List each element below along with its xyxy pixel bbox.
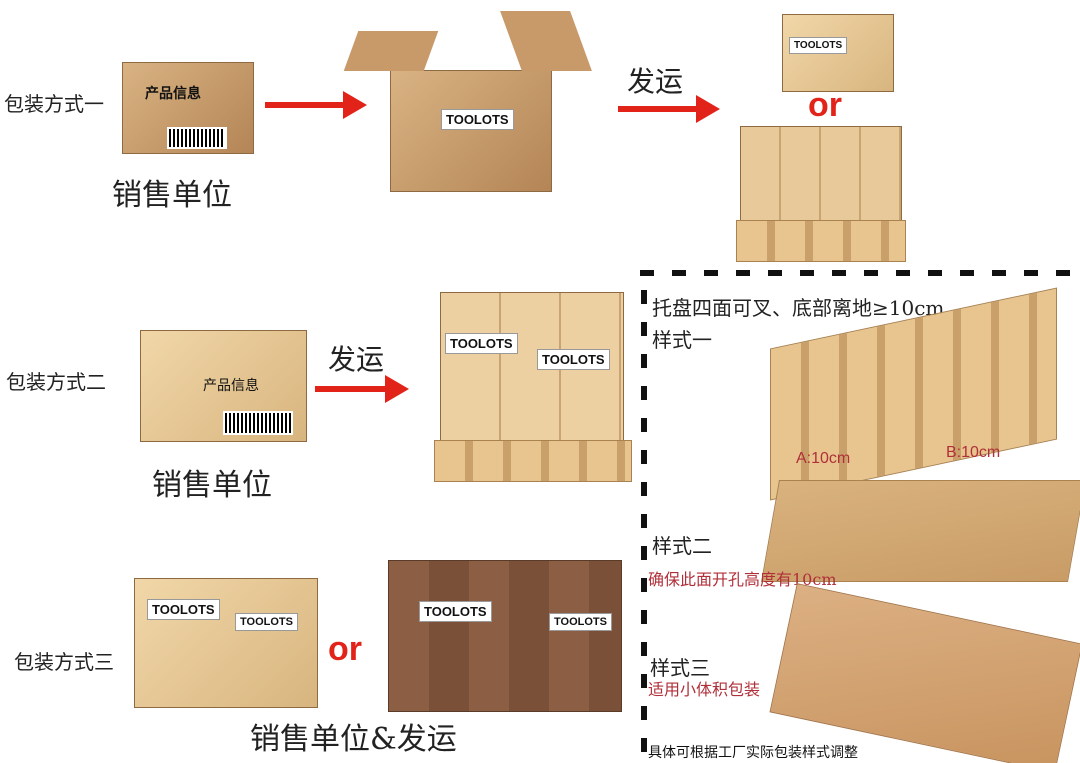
pallet (736, 220, 906, 262)
style1-name: 样式一 (652, 328, 712, 352)
brand-label: TOOLOTS (147, 599, 220, 620)
sales-unit-box: 产品信息 (122, 62, 254, 154)
row2-ship: 发运 (328, 343, 385, 376)
or-text: or (328, 630, 362, 668)
dimension-a: A:10cm (796, 450, 851, 467)
arrow-icon (618, 95, 720, 123)
divider (641, 290, 647, 760)
row1-title: 包装方式一 (4, 92, 104, 116)
pallet-heading: 托盘四面可叉、底部离地≥10cm (652, 296, 945, 320)
style3-note: 适用小体积包装 (648, 680, 761, 699)
brand-label: TOOLOTS (445, 333, 518, 354)
master-carton-open: TOOLOTS (343, 11, 592, 192)
shipping-carton: TOOLOTS (782, 14, 894, 92)
style2-note: 确保此面开孔高度有10cm (648, 570, 837, 589)
box-label: 产品信息 (203, 378, 259, 394)
box-label: 产品信息 (145, 86, 201, 102)
brand-label: TOOLOTS (549, 613, 612, 631)
sales-unit-box: 产品信息 (140, 330, 307, 442)
barcode-icon (223, 411, 293, 435)
pallet (434, 440, 632, 482)
barcode-icon (167, 127, 227, 149)
arrow-icon (315, 375, 409, 403)
pallet-footer: 具体可根据工厂实际包装样式调整 (648, 745, 858, 761)
arrow-icon (265, 91, 367, 119)
brand-label: TOOLOTS (441, 109, 514, 130)
brand-label: TOOLOTS (419, 601, 492, 622)
row2-title: 包装方式二 (6, 370, 106, 394)
row1-caption: 销售单位 (112, 178, 232, 213)
brand-label: TOOLOTS (789, 37, 848, 54)
style2-name: 样式二 (652, 534, 712, 558)
wooden-crate: TOOLOTS TOOLOTS (388, 560, 622, 712)
paper-pallet (769, 583, 1080, 763)
row3-title: 包装方式三 (14, 650, 114, 674)
or-text: or (808, 86, 842, 124)
brand-label: TOOLOTS (235, 613, 298, 631)
divider (640, 270, 1080, 276)
row2-caption: 销售单位 (152, 468, 272, 503)
sales-unit-box: TOOLOTS TOOLOTS (134, 578, 318, 708)
style3-name: 样式三 (650, 656, 710, 680)
palletized-cartons: TOOLOTS TOOLOTS (440, 292, 624, 444)
palletized-cartons (740, 126, 902, 222)
row1-ship: 发运 (627, 65, 684, 98)
row3-caption: 销售单位&发运 (250, 722, 457, 757)
dimension-b: B:10cm (946, 444, 1001, 461)
brand-label: TOOLOTS (537, 349, 610, 370)
